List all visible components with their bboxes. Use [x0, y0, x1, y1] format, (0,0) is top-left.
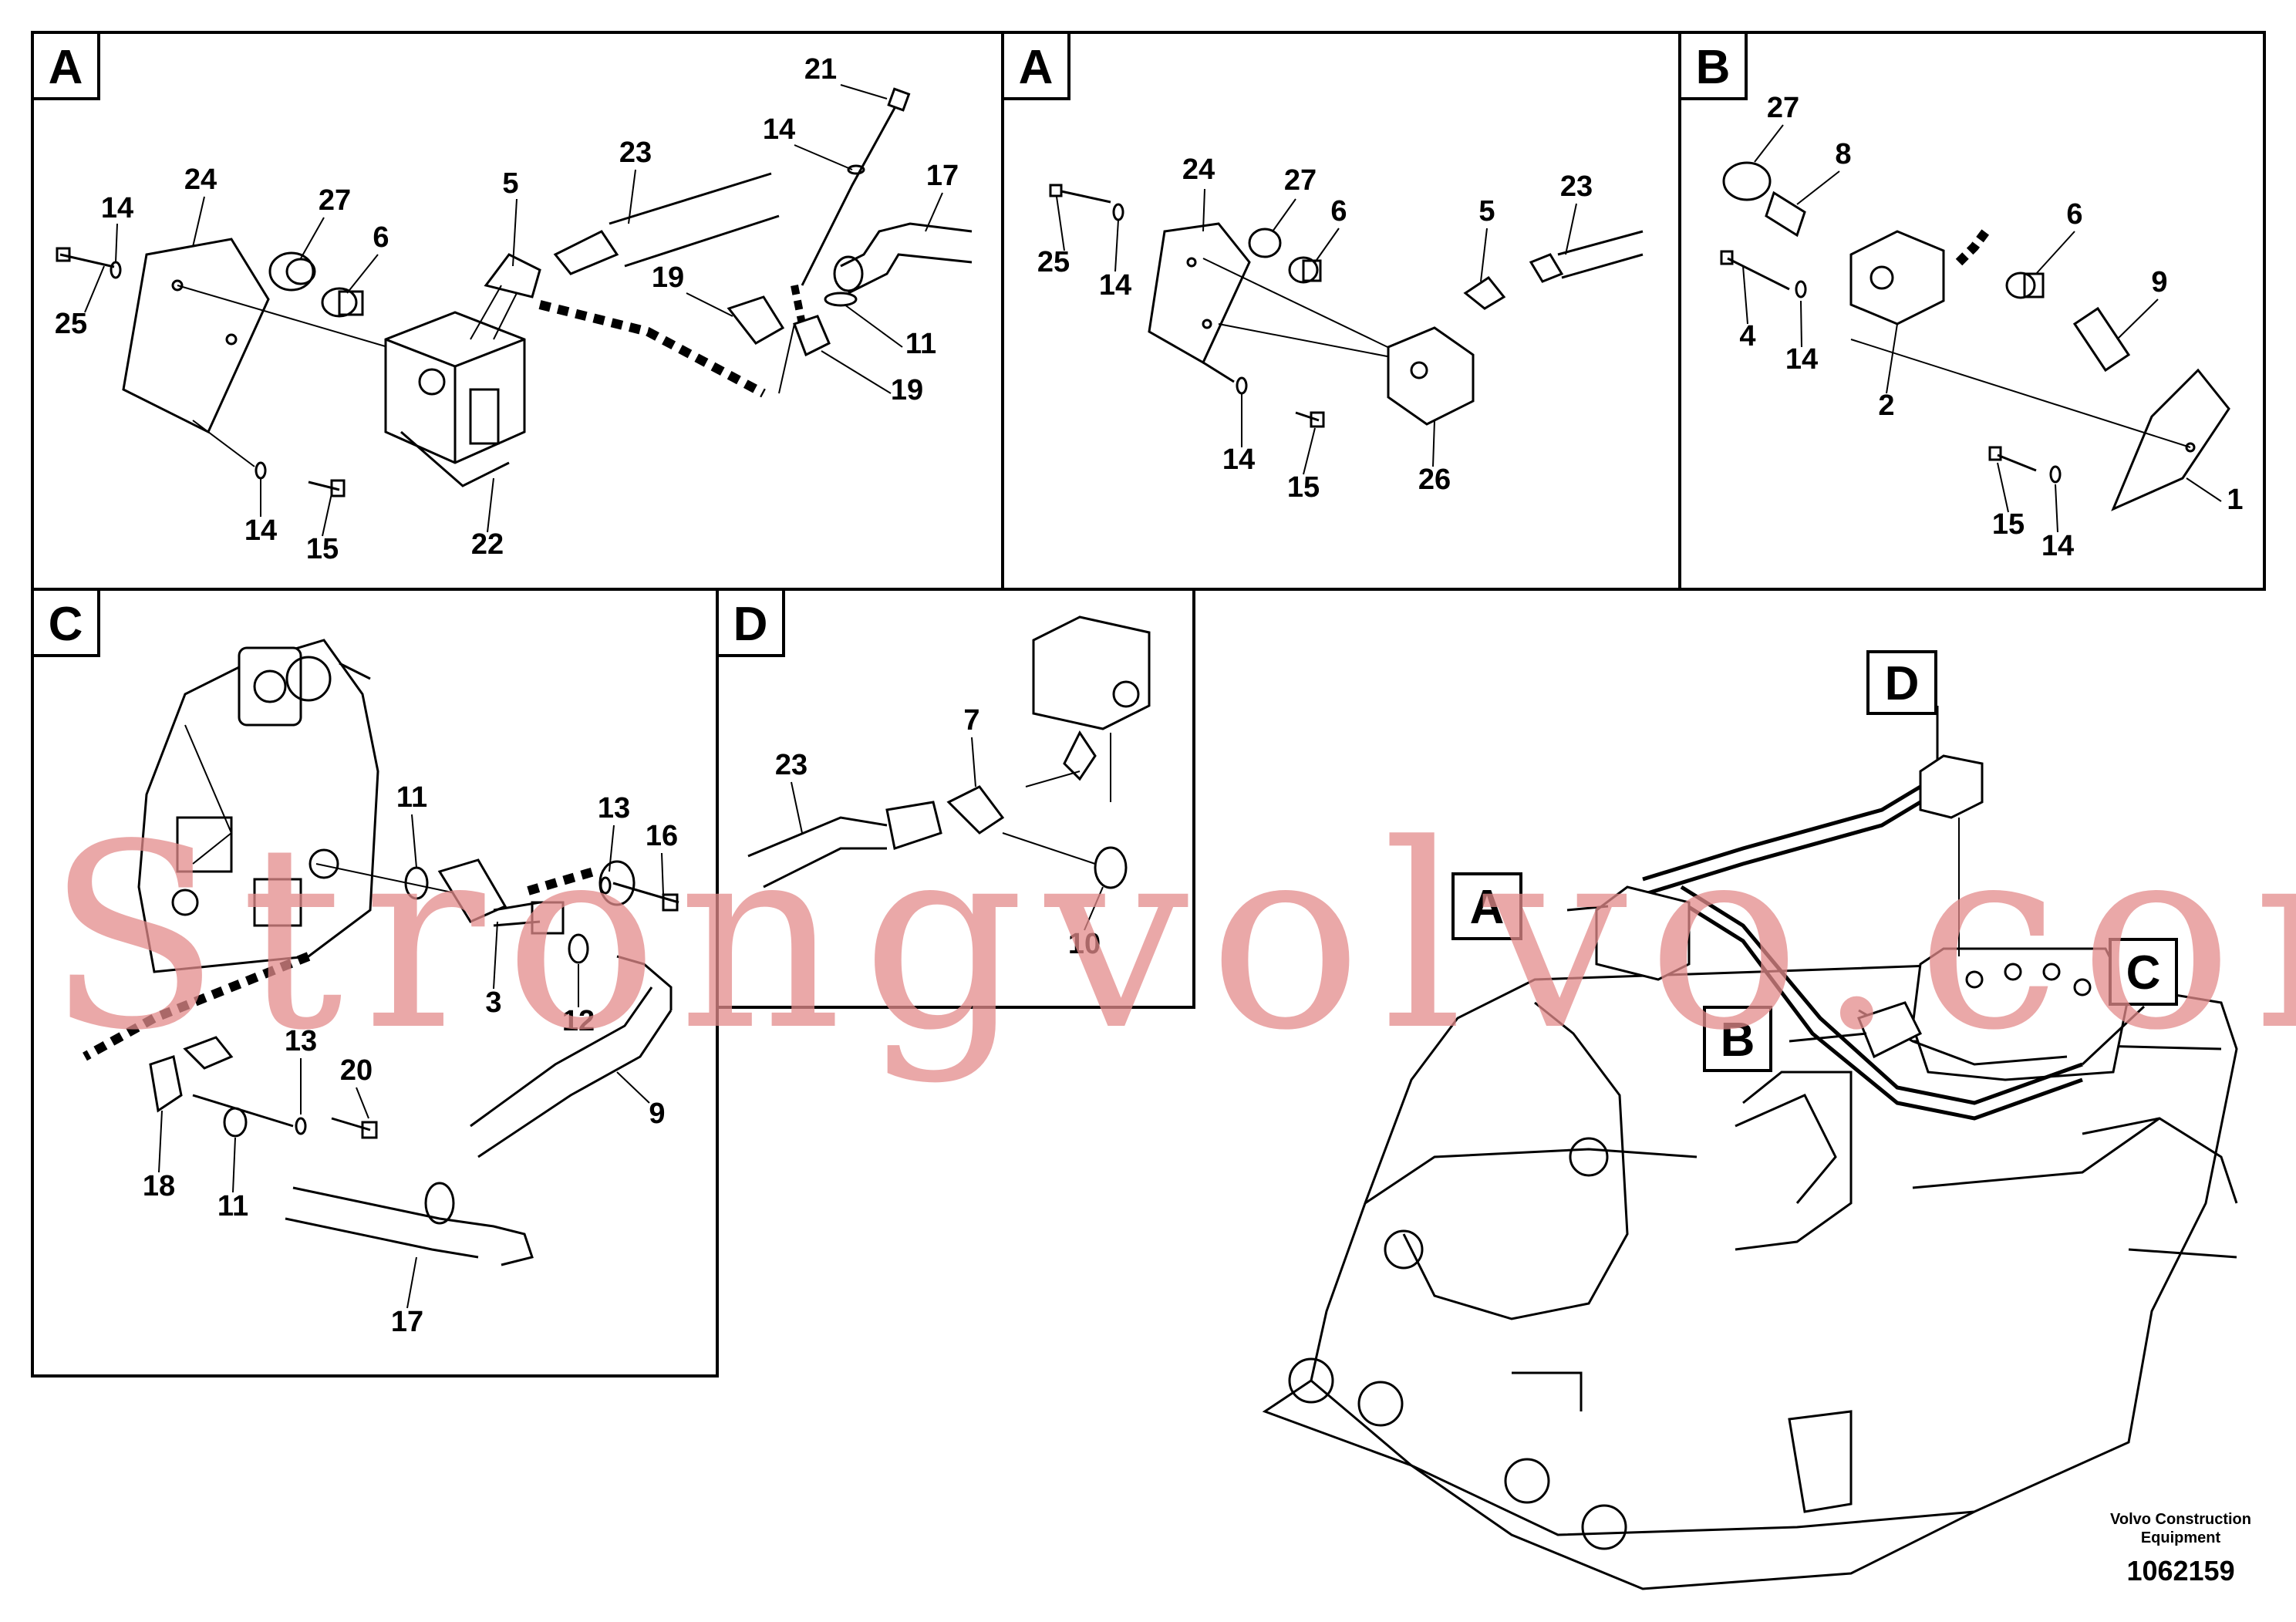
part-label: 14 — [101, 192, 133, 224]
panel-a2-labels: 24 27 6 5 23 25 14 14 15 26 — [1037, 153, 1593, 504]
panel-c-drawing — [83, 639, 679, 1266]
part-label: 13 — [598, 792, 630, 824]
part-label: 27 — [1284, 164, 1317, 197]
part-label: 27 — [319, 184, 351, 217]
svg-text:A: A — [1019, 41, 1054, 94]
part-label: 1 — [2227, 484, 2243, 516]
part-label: 2 — [1878, 389, 1894, 422]
watermark: Strongvolvo.com — [46, 790, 2296, 1086]
part-label: 6 — [373, 221, 389, 254]
panel-b-drawing — [1720, 161, 2230, 511]
part-label: 16 — [646, 820, 678, 852]
part-label: 14 — [1099, 269, 1131, 302]
part-label: 11 — [217, 1190, 248, 1222]
part-label: 11 — [905, 328, 936, 360]
part-label: 19 — [891, 374, 923, 406]
svg-text:B: B — [1721, 1013, 1755, 1067]
part-label: 4 — [1739, 320, 1755, 352]
panel-letter-d: D — [716, 588, 785, 657]
panel-a2-drawing — [1049, 184, 1644, 428]
part-label: 21 — [804, 53, 837, 86]
part-label: 9 — [649, 1098, 665, 1130]
svg-text:C: C — [2126, 946, 2161, 1000]
panel-a1-labels: 21 14 23 5 17 14 24 27 6 19 11 25 19 14 … — [55, 53, 959, 565]
panel-letter-a1: A — [31, 31, 100, 100]
part-label: 19 — [652, 261, 684, 294]
part-label: 8 — [1835, 138, 1851, 170]
overview-leaders — [1566, 706, 2146, 1066]
part-label: 6 — [2066, 198, 2082, 231]
panel-letter-a2: A — [1001, 31, 1070, 100]
part-label: 14 — [1222, 443, 1255, 476]
part-label: 15 — [306, 533, 339, 565]
part-label: 17 — [391, 1306, 423, 1338]
part-label: 14 — [244, 514, 277, 547]
part-label: 3 — [485, 986, 501, 1019]
drawing-footer: Volvo Construction Equipment 1062159 — [2110, 1510, 2251, 1587]
part-label: 24 — [184, 164, 217, 196]
part-label: 9 — [2151, 266, 2167, 298]
part-label: 24 — [1182, 153, 1215, 186]
part-label: 14 — [763, 113, 795, 146]
part-label: 23 — [775, 749, 807, 781]
part-label: 11 — [396, 781, 427, 814]
part-label: 23 — [619, 137, 652, 169]
label-leaders — [84, 84, 2222, 1309]
svg-text:D: D — [1885, 657, 1920, 710]
overview-callout-d: D — [1866, 650, 1937, 715]
panel-a2-frame — [1001, 31, 1681, 591]
overview-drawing — [1262, 754, 2238, 1590]
part-label: 12 — [562, 1005, 595, 1037]
overview-callout-a: A — [1451, 872, 1522, 940]
part-label: 22 — [471, 528, 504, 561]
brand-line-1: Volvo Construction — [2110, 1511, 2251, 1528]
panel-b-labels: 27 8 6 9 4 14 2 1 15 14 — [1739, 92, 2243, 562]
part-label: 7 — [963, 704, 979, 737]
part-label: 13 — [285, 1025, 317, 1057]
part-label: 26 — [1418, 464, 1451, 496]
svg-text:B: B — [1696, 41, 1731, 94]
panel-d-labels: 7 23 10 — [775, 704, 1101, 960]
part-label: 6 — [1330, 195, 1347, 228]
part-label: 25 — [1037, 246, 1070, 278]
panel-a1-drawing — [56, 87, 973, 497]
part-label: 18 — [143, 1170, 175, 1202]
part-label: 10 — [1068, 928, 1101, 960]
part-label: 15 — [1287, 471, 1320, 504]
svg-text:A: A — [49, 41, 83, 94]
part-label: 27 — [1767, 92, 1799, 124]
part-label: 23 — [1560, 170, 1593, 203]
panel-d-frame — [716, 588, 1195, 1009]
part-label: 5 — [502, 167, 518, 200]
part-label: 14 — [1785, 343, 1818, 376]
part-label: 20 — [340, 1054, 373, 1087]
panel-letter-b: B — [1678, 31, 1748, 100]
overview-callout-b: B — [1703, 1006, 1772, 1072]
panel-letter-c: C — [31, 588, 100, 657]
svg-text:C: C — [49, 598, 83, 651]
overview-callout-c: C — [2109, 938, 2178, 1006]
panel-d-drawing — [747, 615, 1151, 889]
brand-line-2: Equipment — [2140, 1529, 2221, 1546]
svg-text:A: A — [1470, 881, 1505, 934]
panel-c-labels: 11 13 16 3 12 13 20 9 18 11 17 — [143, 781, 678, 1338]
part-label: 17 — [926, 160, 959, 192]
part-label: 5 — [1478, 195, 1495, 228]
part-label: 14 — [2041, 530, 2074, 562]
panel-b-frame — [1678, 31, 2266, 591]
part-label: 15 — [1992, 508, 2025, 541]
drawing-number: 1062159 — [2126, 1555, 2235, 1587]
part-label: 25 — [55, 308, 87, 340]
svg-text:D: D — [733, 598, 768, 651]
